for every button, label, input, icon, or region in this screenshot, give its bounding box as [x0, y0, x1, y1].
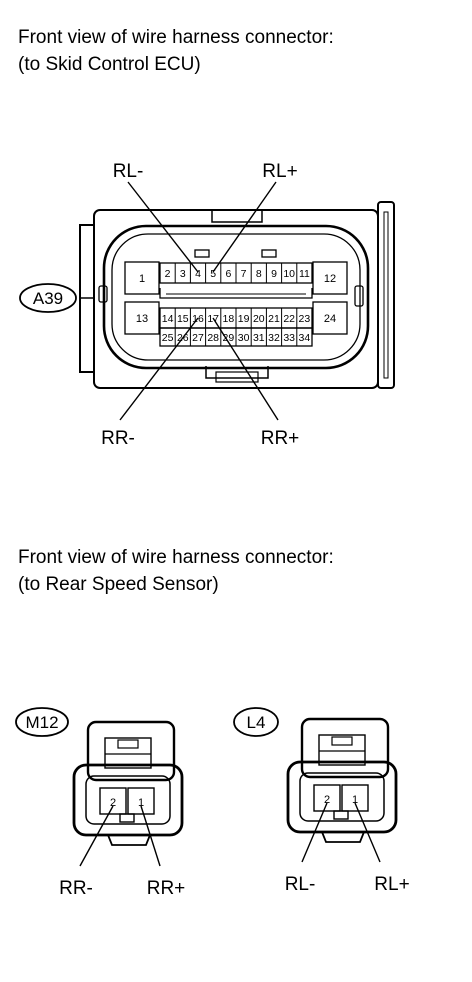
leader-rr-minus: [79, 805, 114, 867]
leader-rl-minus: [127, 181, 199, 273]
pin-label-4: 4: [195, 268, 201, 280]
signal-label-rr-plus: RR+: [147, 878, 186, 899]
bottom-latch: [205, 366, 269, 379]
pin-label-14: 14: [162, 313, 174, 325]
leader-rr-minus: [119, 317, 199, 421]
signal-label-rl-plus: RL+: [374, 874, 409, 895]
pin-label-30: 30: [238, 332, 250, 344]
signal-label-rl-plus: RL+: [262, 161, 297, 182]
sensor-caption: Front view of wire harness connector: (t…: [18, 544, 334, 598]
key-slot: [261, 249, 277, 258]
pin-label-9: 9: [271, 268, 277, 280]
pin-label-24: 24: [324, 313, 336, 325]
connector-id-badge: [15, 707, 69, 737]
caption-line-1: Front view of wire harness connector:: [18, 547, 334, 568]
connector-id-label: L4: [247, 713, 266, 732]
pin-label-32: 32: [268, 332, 280, 344]
ecu-caption: Front view of wire harness connector: (t…: [18, 24, 334, 78]
pin-label-28: 28: [207, 332, 219, 344]
pin-cavity: [99, 787, 127, 815]
pin-cavity-24: [312, 301, 348, 335]
pin-label-29: 29: [223, 332, 235, 344]
signal-label-rr-minus: RR-: [59, 878, 93, 899]
pin-label-1: 1: [139, 273, 145, 285]
caption-line-2: (to Skid Control ECU): [18, 54, 201, 75]
pin-label-11: 11: [299, 268, 310, 280]
ecu-housing: [93, 209, 379, 389]
pin-label-2: 2: [110, 797, 116, 809]
pin-label-20: 20: [253, 313, 265, 325]
pin-label-2: 2: [165, 268, 171, 280]
pin-label-3: 3: [180, 268, 186, 280]
connector-id-label: M12: [25, 713, 58, 732]
key-slot: [194, 249, 210, 258]
pin-label-8: 8: [256, 268, 262, 280]
pin-label-7: 7: [241, 268, 247, 280]
pin-label-15: 15: [177, 313, 189, 325]
pin-cavity-13: [124, 301, 160, 335]
connector-id-label: A39: [33, 289, 63, 308]
leader-rr-plus: [140, 805, 161, 867]
pin-label-22: 22: [283, 313, 295, 325]
leader-rl-minus: [301, 802, 328, 863]
signal-label-rr-minus: RR-: [101, 428, 135, 449]
leader-rl-plus: [354, 802, 381, 863]
ecu-connector-id-badge: A39: [19, 283, 77, 313]
pin-label-1: 1: [138, 797, 144, 809]
sensor-connector-l4: 2 1 L4 RL- RL+: [233, 707, 410, 895]
ecu-connector: [79, 201, 395, 389]
pin-label-33: 33: [283, 332, 295, 344]
caption-line-1: Front view of wire harness connector:: [18, 27, 334, 48]
pin-label-10: 10: [283, 268, 295, 280]
sensor-connector-m12: 2 1 M12 RR- RR+: [15, 707, 186, 899]
pin-cavity: [341, 784, 369, 812]
pin-label-19: 19: [238, 313, 250, 325]
pin-label-12: 12: [324, 273, 336, 285]
key-slot: [333, 810, 349, 820]
ecu-inner-body: [102, 224, 370, 370]
pin-cavity-12: [312, 261, 348, 295]
pin-label-2: 2: [324, 794, 330, 806]
caption-line-2: (to Rear Speed Sensor): [18, 574, 219, 595]
pin-label-21: 21: [268, 313, 280, 325]
pin-label-25: 25: [162, 332, 174, 344]
pin-label-5: 5: [210, 268, 216, 280]
pin-label-34: 34: [299, 332, 311, 344]
leader-rr-plus: [212, 317, 279, 421]
pin-label-31: 31: [253, 332, 265, 344]
signal-label-rr-plus: RR+: [261, 428, 300, 449]
signal-label-rl-minus: RL-: [113, 161, 144, 182]
pin-label-27: 27: [192, 332, 204, 344]
pin-cavity: [313, 784, 341, 812]
right-lever: [377, 201, 395, 389]
connector-id-badge: [233, 707, 279, 737]
ecu-leader-lines: [119, 181, 279, 421]
signal-label-rl-minus: RL-: [285, 874, 316, 895]
leader-rl-plus: [212, 181, 277, 273]
key-slot: [119, 813, 135, 823]
ecu-signal-labels: RL- RL+ RR- RR+: [101, 161, 299, 449]
lock-bar: [159, 288, 313, 299]
top-latch: [211, 210, 263, 223]
pin-label-6: 6: [225, 268, 231, 280]
pin-label-1: 1: [352, 794, 358, 806]
pin-label-13: 13: [136, 313, 148, 325]
pin-label-18: 18: [223, 313, 235, 325]
pin-label-23: 23: [299, 313, 311, 325]
pin-cavity: [127, 787, 155, 815]
pin-cavity-1: [124, 261, 160, 295]
